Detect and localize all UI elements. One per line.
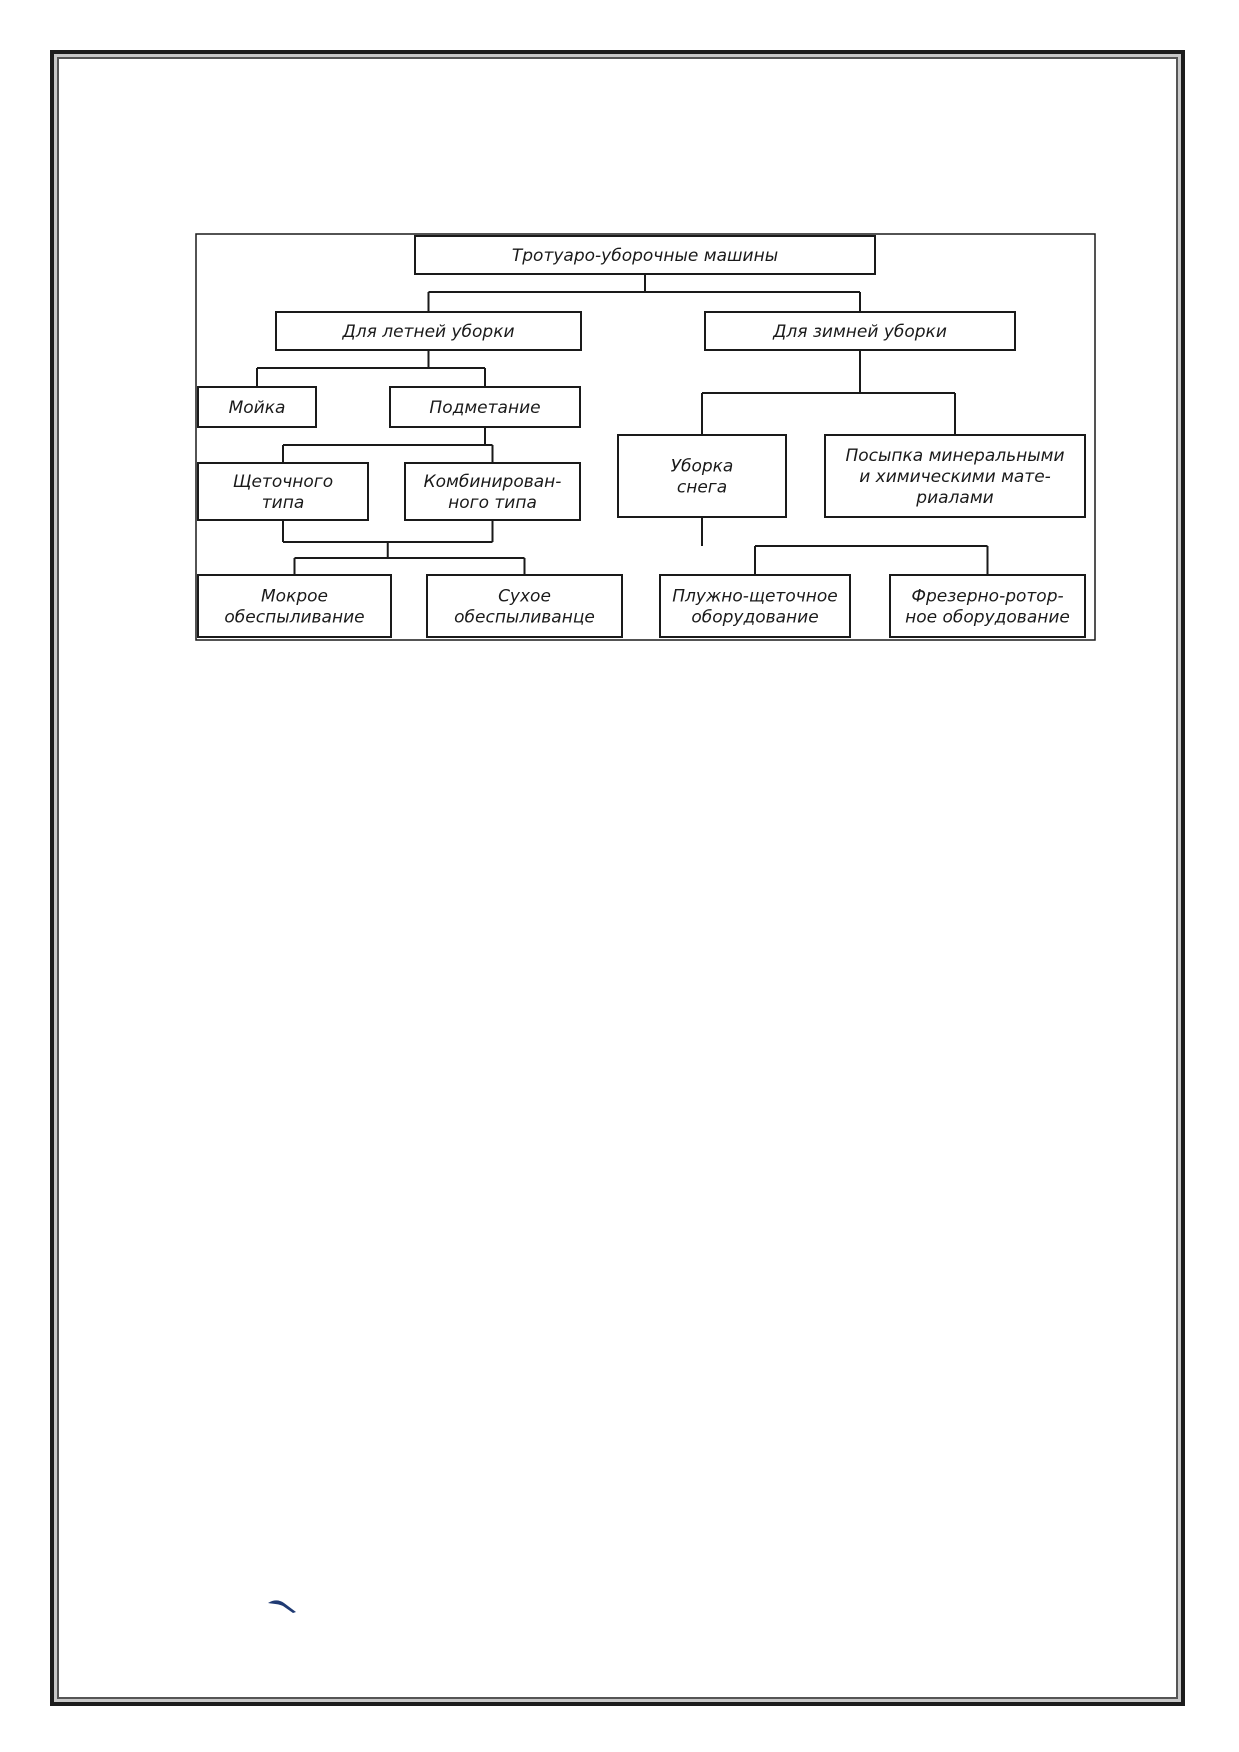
node-box xyxy=(704,311,1016,351)
diagram-connectors xyxy=(256,274,989,575)
node-sweeping: Подметание xyxy=(389,386,581,428)
node-box xyxy=(824,434,1086,518)
node-label: Подметание xyxy=(429,398,540,418)
node-label: Для зимней уборки xyxy=(772,322,947,342)
node-box xyxy=(389,386,581,428)
node-label: оборудование xyxy=(691,608,818,628)
node-label: Сухое xyxy=(498,587,551,607)
pointer-cursor-icon xyxy=(268,1600,296,1613)
node-label: Мойка xyxy=(229,398,286,418)
node-label: Комбинирован- xyxy=(424,472,562,492)
node-box xyxy=(275,311,582,351)
node-box xyxy=(659,574,851,638)
node-label: Мокрое xyxy=(261,587,328,607)
node-washing: Мойка xyxy=(197,386,317,428)
node-label: риалами xyxy=(915,488,993,508)
node-milling-rotor: Фрезерно-ротор-ное оборудование xyxy=(889,574,1086,638)
node-label: и химическими мате- xyxy=(859,467,1051,487)
node-box xyxy=(404,462,581,521)
node-label: Тротуаро-уборочные машины xyxy=(512,246,778,266)
node-root: Тротуаро-уборочные машины xyxy=(414,235,876,275)
node-label: обеспыливанце xyxy=(454,608,595,628)
page-frame xyxy=(50,50,1185,1706)
node-winter: Для зимней уборки xyxy=(704,311,1016,351)
node-box xyxy=(197,462,369,521)
node-label: Фрезерно-ротор- xyxy=(911,587,1063,607)
node-label: Посыпка минеральными xyxy=(845,446,1064,466)
node-box xyxy=(426,574,623,638)
node-label: типа xyxy=(262,493,304,513)
node-box xyxy=(197,386,317,428)
node-box xyxy=(889,574,1086,638)
node-label: ное оборудование xyxy=(905,608,1070,628)
node-label: снега xyxy=(677,478,727,498)
node-summer: Для летней уборки xyxy=(275,311,582,351)
node-box xyxy=(197,574,392,638)
node-combined-type: Комбинирован-ного типа xyxy=(404,462,581,521)
node-box xyxy=(414,235,876,275)
node-label: Для летней уборки xyxy=(341,322,514,342)
node-label: Уборка xyxy=(671,457,734,477)
node-label: Плужно-щеточное xyxy=(672,587,837,607)
node-label: ного типа xyxy=(448,493,537,513)
node-label: обеспыливание xyxy=(224,608,364,628)
node-label: Щеточного xyxy=(233,472,333,492)
node-box xyxy=(617,434,787,518)
